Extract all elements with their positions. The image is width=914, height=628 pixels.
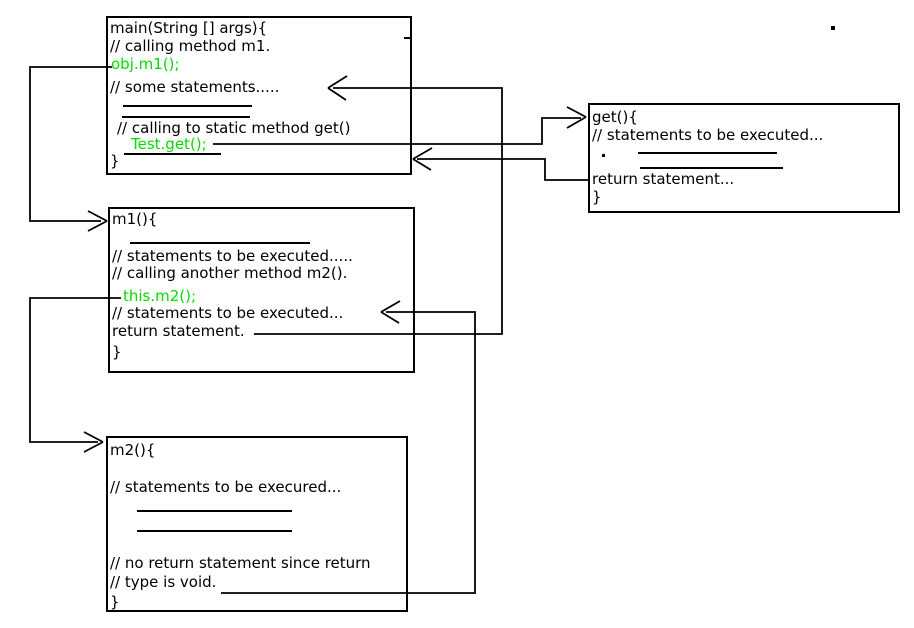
code-line: main(String [] args){ bbox=[110, 19, 268, 37]
code-line: return statement. bbox=[112, 322, 245, 340]
code-line: // calling another method m2(). bbox=[112, 264, 348, 282]
m2-method-box: m2(){ // statements to be execured... //… bbox=[106, 436, 408, 612]
main-method-box: main(String [] args){ // calling method … bbox=[106, 16, 412, 175]
code-line: } bbox=[110, 593, 120, 611]
blank-line bbox=[122, 116, 250, 118]
code-line: // type is void. bbox=[110, 573, 217, 591]
code-line: } bbox=[112, 343, 122, 361]
code-line: } bbox=[592, 188, 602, 206]
code-line-call-get: Test.get(); bbox=[131, 135, 207, 153]
get-method-box: get(){ // statements to be executed... r… bbox=[588, 103, 900, 213]
blank-line bbox=[123, 105, 252, 107]
code-line: m1(){ bbox=[112, 210, 158, 228]
stray-dot bbox=[831, 26, 835, 30]
arrow-call-main-to-m1 bbox=[29, 66, 112, 232]
code-line: // statements to be executed..... bbox=[112, 247, 353, 265]
code-line-call-m1: obj.m1(); bbox=[111, 55, 180, 73]
code-line: m2(){ bbox=[110, 441, 156, 459]
code-line: // statements to be executed... bbox=[592, 126, 824, 144]
stray-dot bbox=[602, 154, 605, 157]
blank-line bbox=[638, 152, 777, 154]
code-line-call-m2: this.m2(); bbox=[123, 287, 197, 305]
code-line: // calling method m1. bbox=[110, 37, 271, 55]
arrow-return-get-to-main bbox=[412, 147, 588, 181]
blank-line bbox=[124, 153, 221, 155]
blank-line bbox=[640, 167, 783, 169]
blank-line bbox=[137, 530, 292, 532]
blank-line bbox=[137, 510, 292, 512]
code-line: // no return statement since return bbox=[110, 554, 371, 572]
code-line: // statements to be executed... bbox=[112, 304, 344, 322]
code-line: } bbox=[110, 152, 120, 170]
code-line: get(){ bbox=[592, 108, 638, 126]
code-line: // statements to be execured... bbox=[110, 478, 342, 496]
m1-method-box: m1(){ // statements to be executed..... … bbox=[108, 207, 415, 373]
code-line: // some statements..... bbox=[110, 78, 280, 96]
code-line: return statement... bbox=[592, 170, 735, 188]
stray-dash bbox=[404, 37, 411, 39]
blank-line bbox=[130, 242, 310, 244]
